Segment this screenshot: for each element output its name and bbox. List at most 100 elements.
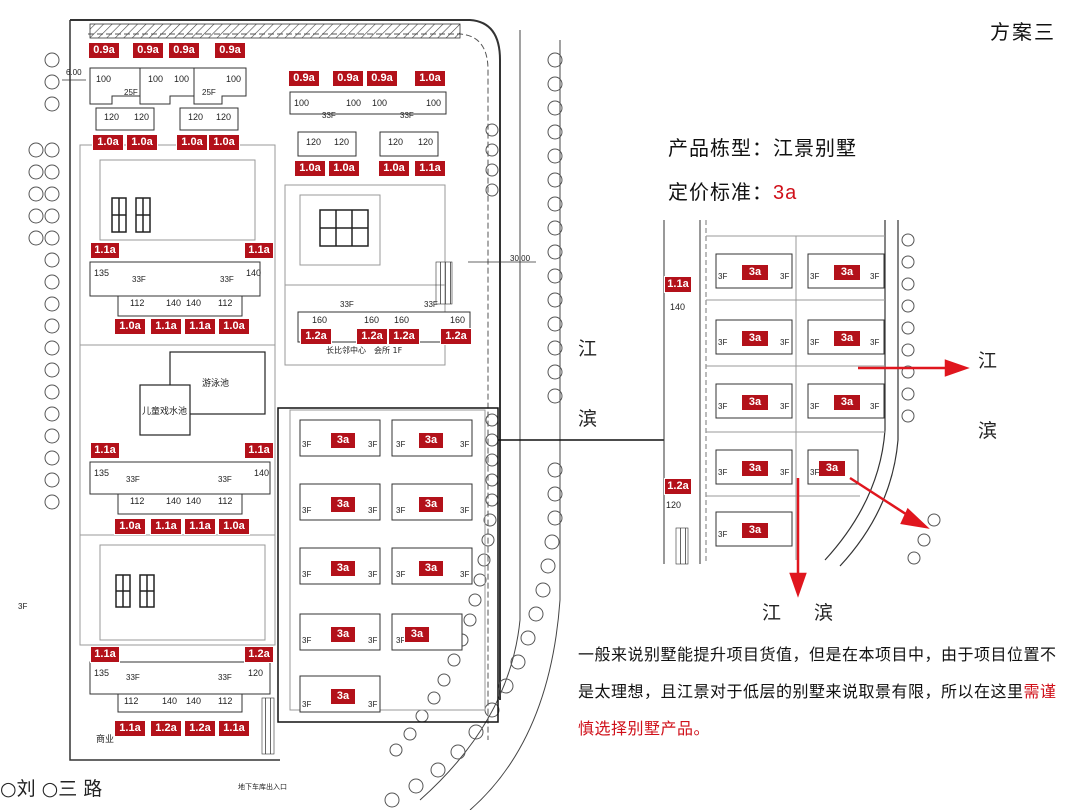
unit-area: 140 <box>186 696 202 706</box>
pricing-value: 3a <box>773 182 798 204</box>
kids-pool-label: 儿童戏水池 <box>142 407 188 417</box>
price-tag: 1.0a <box>92 134 124 151</box>
unit-area: 140 <box>246 268 262 278</box>
floor-label: 25F <box>202 88 216 97</box>
price-tag: 1.2a <box>388 328 420 345</box>
floor-label: 3F <box>718 530 728 539</box>
unit-area: 120 <box>188 112 204 122</box>
villa-price-tag: 3a <box>330 626 356 643</box>
river-arrows <box>789 359 970 598</box>
hatch-east <box>435 261 453 305</box>
unit-area: 135 <box>94 468 110 478</box>
river-label-bin: 滨 <box>814 602 834 624</box>
floor-label: 3F <box>368 506 378 515</box>
price-tag: 1.1a <box>184 318 216 335</box>
unit-area: 100 <box>148 74 164 84</box>
floor-label: 3F <box>870 402 880 411</box>
unit-area: 160 <box>364 315 380 325</box>
price-tag: 0.9a <box>332 70 364 87</box>
unit-area: 120 <box>134 112 150 122</box>
villa-outlines <box>299 419 473 713</box>
inset-villa-price-tag: 3a <box>833 394 861 411</box>
floor-label: 3F <box>368 700 378 709</box>
price-tag: 1.1a <box>150 318 182 335</box>
floor-label: 33F <box>400 111 414 120</box>
price-tag: 1.0a <box>114 318 146 335</box>
price-tag: 1.1a <box>414 160 446 177</box>
price-tag: 1.0a <box>208 134 240 151</box>
villa-price-tag: 3a <box>418 432 444 449</box>
unit-area: 140 <box>670 302 686 312</box>
unit-area: 135 <box>94 668 110 678</box>
description: 一般来说别墅能提升项目货值，但是在本项目中，由于项目位置不是太理想，且江景对于低… <box>578 636 1058 747</box>
inset-price-tag: 1.2a <box>664 478 692 495</box>
floor-label: 3F <box>718 402 728 411</box>
price-tag: 1.0a <box>218 318 250 335</box>
inset-villa-price-tag: 3a <box>741 460 769 477</box>
price-tag: 1.0a <box>176 134 208 151</box>
entrance-label: 地下车库出入口 <box>238 783 287 791</box>
price-tag: 0.9a <box>214 42 246 59</box>
unit-area: 140 <box>186 496 202 506</box>
floor-label: 3F <box>780 402 790 411</box>
villa-price-tag: 3a <box>330 432 356 449</box>
floor-label: 3F <box>460 506 470 515</box>
floor-label: 3F <box>368 440 378 449</box>
price-tag: 1.1a <box>114 720 146 737</box>
floor-label: 33F <box>218 475 232 484</box>
unit-area: 100 <box>426 98 442 108</box>
river-label-jiang: 江 <box>578 338 598 360</box>
floor-label: 3F <box>460 570 470 579</box>
inset-villa-price-tag: 3a <box>741 264 769 281</box>
price-tag: 1.1a <box>184 518 216 535</box>
unit-area: 135 <box>94 268 110 278</box>
floor-label: 3F <box>460 440 470 449</box>
price-tag: 1.1a <box>90 442 120 459</box>
floor-label: 33F <box>126 673 140 682</box>
unit-area: 112 <box>124 696 139 706</box>
dim-label: 30.00 <box>510 254 531 263</box>
price-tag: 1.1a <box>90 242 120 259</box>
floor-label: 3F <box>302 636 312 645</box>
floor-label: 3F <box>810 338 820 347</box>
price-tag: 0.9a <box>88 42 120 59</box>
price-tag: 1.2a <box>300 328 332 345</box>
river-label-bin: 滨 <box>578 408 598 430</box>
villa-price-tag: 3a <box>330 560 356 577</box>
price-tag: 0.9a <box>168 42 200 59</box>
unit-area: 112 <box>130 298 145 308</box>
page-title: 方案三 <box>990 20 1056 44</box>
floor-label: 3F <box>718 468 728 477</box>
river-label-jiang: 江 <box>978 350 998 372</box>
floor-label: 33F <box>322 111 336 120</box>
unit-area: 140 <box>186 298 202 308</box>
floor-label: 3F <box>780 338 790 347</box>
unit-area: 100 <box>174 74 190 84</box>
inset-villa-price-tag: 3a <box>833 264 861 281</box>
floor-label: 3F <box>810 272 820 281</box>
tree-row-left <box>28 52 60 510</box>
floor-label: 33F <box>132 275 146 284</box>
floor-label: 33F <box>220 275 234 284</box>
unit-area: 120 <box>334 137 350 147</box>
product-type-value: 江景别墅 <box>773 136 857 160</box>
floor-label: 33F <box>340 300 354 309</box>
floor-label: 25F <box>124 88 138 97</box>
inset-villa-price-tag: 3a <box>833 330 861 347</box>
floor-label: 3F <box>810 402 820 411</box>
unit-area: 160 <box>394 315 410 325</box>
floor-label: 3F <box>396 506 406 515</box>
floor-label: 3F <box>368 636 378 645</box>
floor-label: 3F <box>396 570 406 579</box>
price-tag: 1.0a <box>126 134 158 151</box>
floor-label: 3F <box>302 570 312 579</box>
villa-price-tag: 3a <box>418 496 444 513</box>
river-label-jiang: 江 <box>762 602 782 624</box>
unit-area: 120 <box>216 112 232 122</box>
pricing-label: 定价标准： <box>668 180 773 204</box>
inset-price-tag: 1.1a <box>664 276 692 293</box>
price-tag: 1.0a <box>414 70 446 87</box>
price-tag: 1.1a <box>244 242 274 259</box>
unit-area: 112 <box>218 298 233 308</box>
